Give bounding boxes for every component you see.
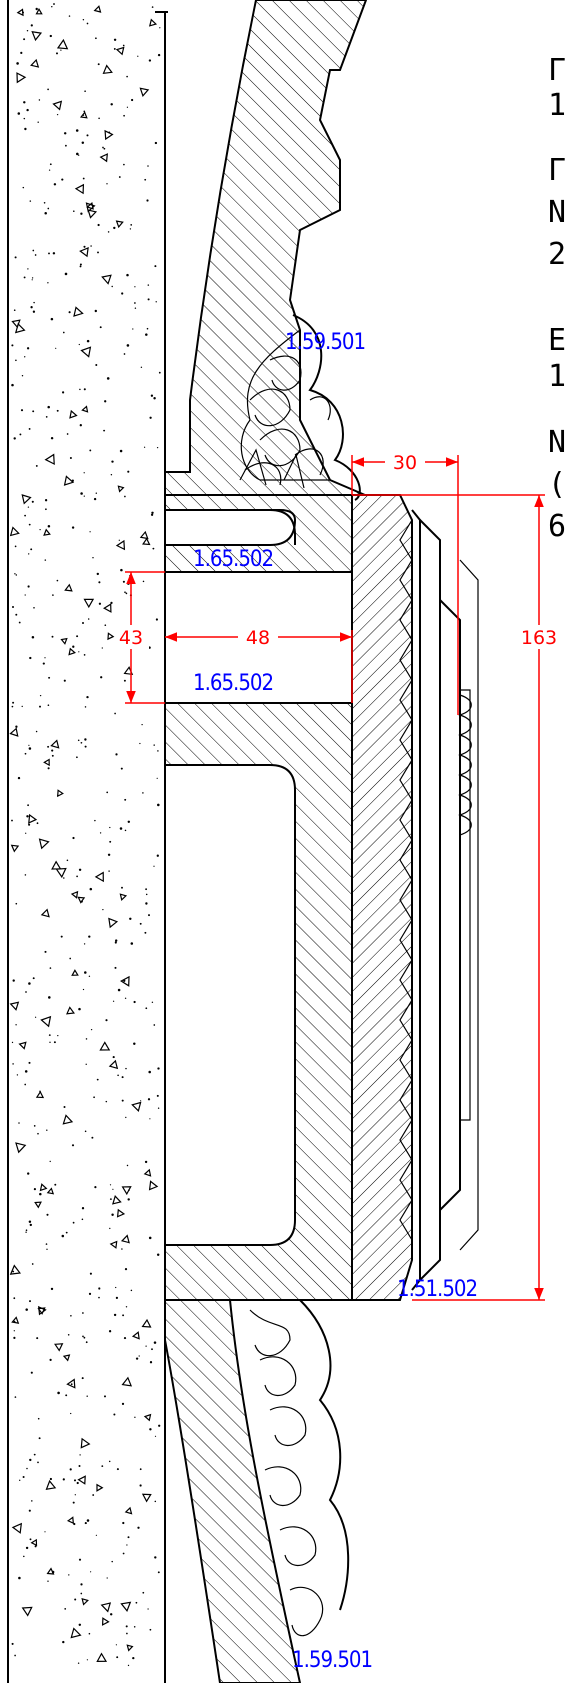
dimension-height: 163 — [521, 627, 557, 649]
front-plate — [351, 494, 479, 1301]
ornament-top — [239, 314, 361, 501]
cut-char: 1 — [548, 359, 566, 394]
upper-block — [164, 494, 353, 573]
dimension-depth: 48 — [246, 627, 270, 649]
label-block-upper: 1.65.502 — [193, 547, 273, 572]
lower-curved-plaster — [164, 1299, 302, 1683]
concrete-speckle — [9, 3, 161, 1667]
upper-curved-plaster — [164, 0, 368, 496]
cut-char: 6 — [548, 509, 566, 544]
dimension-projection: 30 — [393, 452, 417, 474]
ornament-bottom — [249, 1299, 350, 1637]
cut-char: 1 — [548, 88, 566, 123]
cut-char: E — [548, 323, 566, 358]
dimensions: 30 43 48 163 — [115, 450, 560, 1301]
cut-char: 2 — [548, 237, 566, 272]
part-labels: 1.59.501 1.65.502 1.65.502 1.51.502 1.59… — [193, 330, 478, 1673]
cut-char: Γ — [548, 153, 566, 188]
cut-char: Γ — [548, 53, 566, 88]
cut-char: N — [548, 425, 566, 460]
cut-char: ( — [548, 467, 566, 502]
dimension-gap: 43 — [119, 627, 143, 649]
cut-char: N — [548, 195, 566, 230]
label-ornament-top: 1.59.501 — [285, 330, 365, 355]
label-block-lower: 1.65.502 — [193, 671, 273, 696]
label-rosette-base: 1.51.502 — [397, 1277, 477, 1302]
cut-off-note: Γ 1 Γ N 2 E 1 N ( 6 — [548, 53, 566, 544]
lower-block — [164, 702, 353, 1301]
concrete-wall — [7, 0, 168, 1683]
label-ornament-bottom: 1.59.501 — [292, 1648, 372, 1673]
